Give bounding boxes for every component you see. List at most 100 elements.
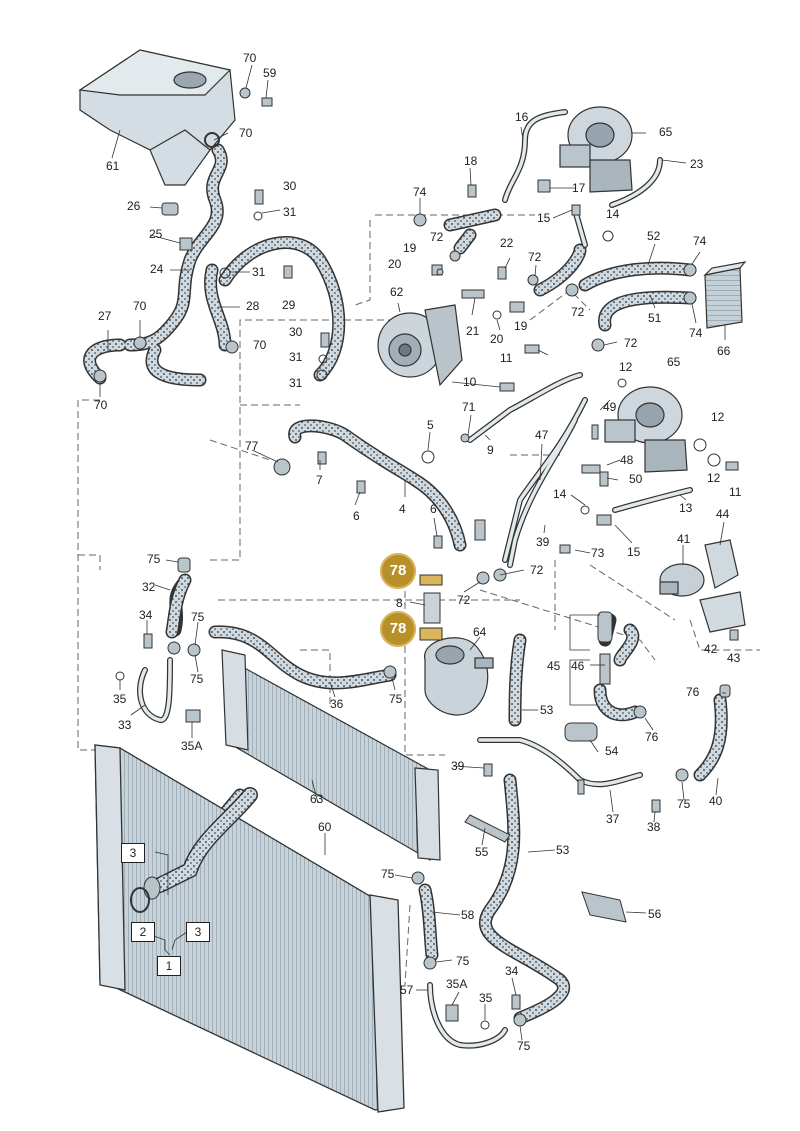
callout-8: 8 [396,596,403,610]
callout-7: 7 [316,473,323,487]
highlight-badge-78-lower: 78 [380,611,416,647]
callout-70: 70 [253,338,267,352]
callout-51: 51 [648,311,662,325]
callout-75: 75 [677,797,691,811]
callout-30: 30 [289,325,303,339]
highlight-badge-78-upper: 78 [380,553,416,589]
callout-52: 52 [647,229,661,243]
callout-15: 15 [537,211,551,225]
callout-65: 65 [659,125,673,139]
callout-72: 72 [571,305,585,319]
callout-76: 76 [645,730,659,744]
callout-17: 17 [572,181,586,195]
callout-35A: 35A [181,739,203,753]
callout-60: 60 [318,820,332,834]
callout-71: 71 [462,400,476,414]
callout-11: 11 [500,351,513,365]
callout-74: 74 [413,185,427,199]
callout-33: 33 [118,718,132,732]
boxed-callout-2: 2 [131,922,155,942]
radiator [94,744,405,1113]
callout-47: 47 [535,428,549,442]
callout-37: 37 [606,812,620,826]
callout-27: 27 [98,309,112,323]
boxed-callout-3: 3 [121,843,145,863]
callout-38: 38 [647,820,661,834]
coolant-pump-62 [377,304,463,387]
callout-75: 75 [517,1039,531,1053]
callout-63: 63 [310,792,324,806]
callout-76: 76 [686,685,700,699]
callout-75: 75 [190,672,204,686]
callout-21: 21 [466,324,480,338]
callout-34: 34 [139,608,153,622]
callout-10: 10 [463,375,477,389]
callout-53: 53 [556,843,570,857]
callout-72: 72 [457,593,471,607]
callout-72: 72 [530,563,544,577]
callout-24: 24 [150,262,164,276]
callout-18: 18 [464,154,478,168]
expansion-tank [78,49,236,186]
callout-31: 31 [289,350,303,364]
callout-36: 36 [330,697,344,711]
callout-65: 65 [667,355,681,369]
bracket-42 [699,591,746,633]
callout-19: 19 [403,241,417,255]
clamps-and-fasteners [93,87,739,1030]
callout-70: 70 [243,51,257,65]
callout-31: 31 [283,205,297,219]
callout-62: 62 [390,285,404,299]
callout-6: 6 [353,509,360,523]
callout-43: 43 [727,651,741,665]
charge-air-cooler [221,649,441,862]
callout-23: 23 [690,157,704,171]
callout-58: 58 [461,908,475,922]
callout-40: 40 [709,794,723,808]
callout-34: 34 [505,964,519,978]
callout-49: 49 [603,400,617,414]
callout-35: 35 [479,991,493,1005]
callout-12: 12 [707,471,721,485]
callout-44: 44 [716,507,730,521]
callout-31: 31 [289,376,303,390]
callout-45: 45 [547,659,561,673]
callout-31: 31 [252,265,266,279]
callout-35: 35 [113,692,127,706]
callout-57: 57 [400,983,414,997]
callout-39: 39 [451,759,465,773]
callout-59: 59 [263,66,277,80]
callout-77: 77 [245,439,259,453]
turbocharger-upper [559,106,633,193]
callout-14: 14 [553,487,567,501]
callout-4: 4 [399,502,406,516]
callout-74: 74 [693,234,707,248]
callout-26: 26 [127,199,141,213]
callout-74: 74 [689,326,703,340]
callout-12: 12 [619,360,633,374]
callout-73: 73 [591,546,605,560]
oil-cooler [703,261,747,329]
callout-16: 16 [515,110,529,124]
coolant-pump-64 [424,637,494,716]
callout-14: 14 [606,207,620,221]
callout-29: 29 [282,298,296,312]
callout-41: 41 [677,532,691,546]
callout-75: 75 [381,867,395,881]
callout-5: 5 [427,418,434,432]
callout-39: 39 [536,535,550,549]
callout-72: 72 [624,336,638,350]
callout-42: 42 [704,642,718,656]
callout-70: 70 [133,299,147,313]
callout-66: 66 [717,344,731,358]
callout-30: 30 [283,179,297,193]
callout-75: 75 [456,954,470,968]
callout-48: 48 [620,453,634,467]
callout-55: 55 [475,845,489,859]
callout-28: 28 [246,299,260,313]
callout-70: 70 [94,398,108,412]
boxed-callout-1: 1 [157,956,181,976]
callout-leader-lines [99,64,726,1041]
callout-46: 46 [571,659,585,673]
